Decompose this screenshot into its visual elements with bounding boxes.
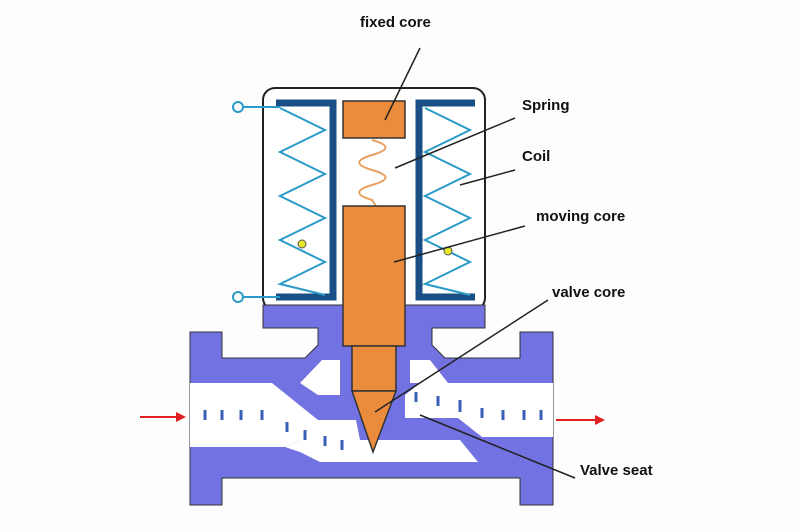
inlet-arrow	[140, 412, 186, 422]
leader-lines	[374, 47, 576, 479]
left-coil-frame	[276, 99, 337, 301]
label-moving-core: moving core	[536, 208, 626, 225]
terminal-top	[232, 101, 280, 113]
label-valve-core: valve core	[552, 284, 626, 301]
spring	[358, 139, 387, 207]
flow-passage	[190, 360, 553, 462]
coil-dot-left	[297, 239, 307, 249]
label-coil: Coil	[522, 148, 551, 165]
label-valve-seat: Valve seat	[580, 462, 653, 479]
outlet-arrow	[556, 415, 605, 425]
moving-core	[342, 205, 406, 347]
right-coil-frame	[415, 99, 475, 301]
valve-core-stem	[351, 345, 397, 392]
label-fixed-core: fixed core	[360, 14, 431, 31]
terminal-bottom	[232, 291, 280, 303]
right-coil	[422, 107, 473, 296]
left-coil	[277, 107, 328, 296]
flow-marks	[203, 392, 543, 450]
label-spring: Spring	[522, 97, 570, 114]
fixed-core	[342, 100, 406, 139]
